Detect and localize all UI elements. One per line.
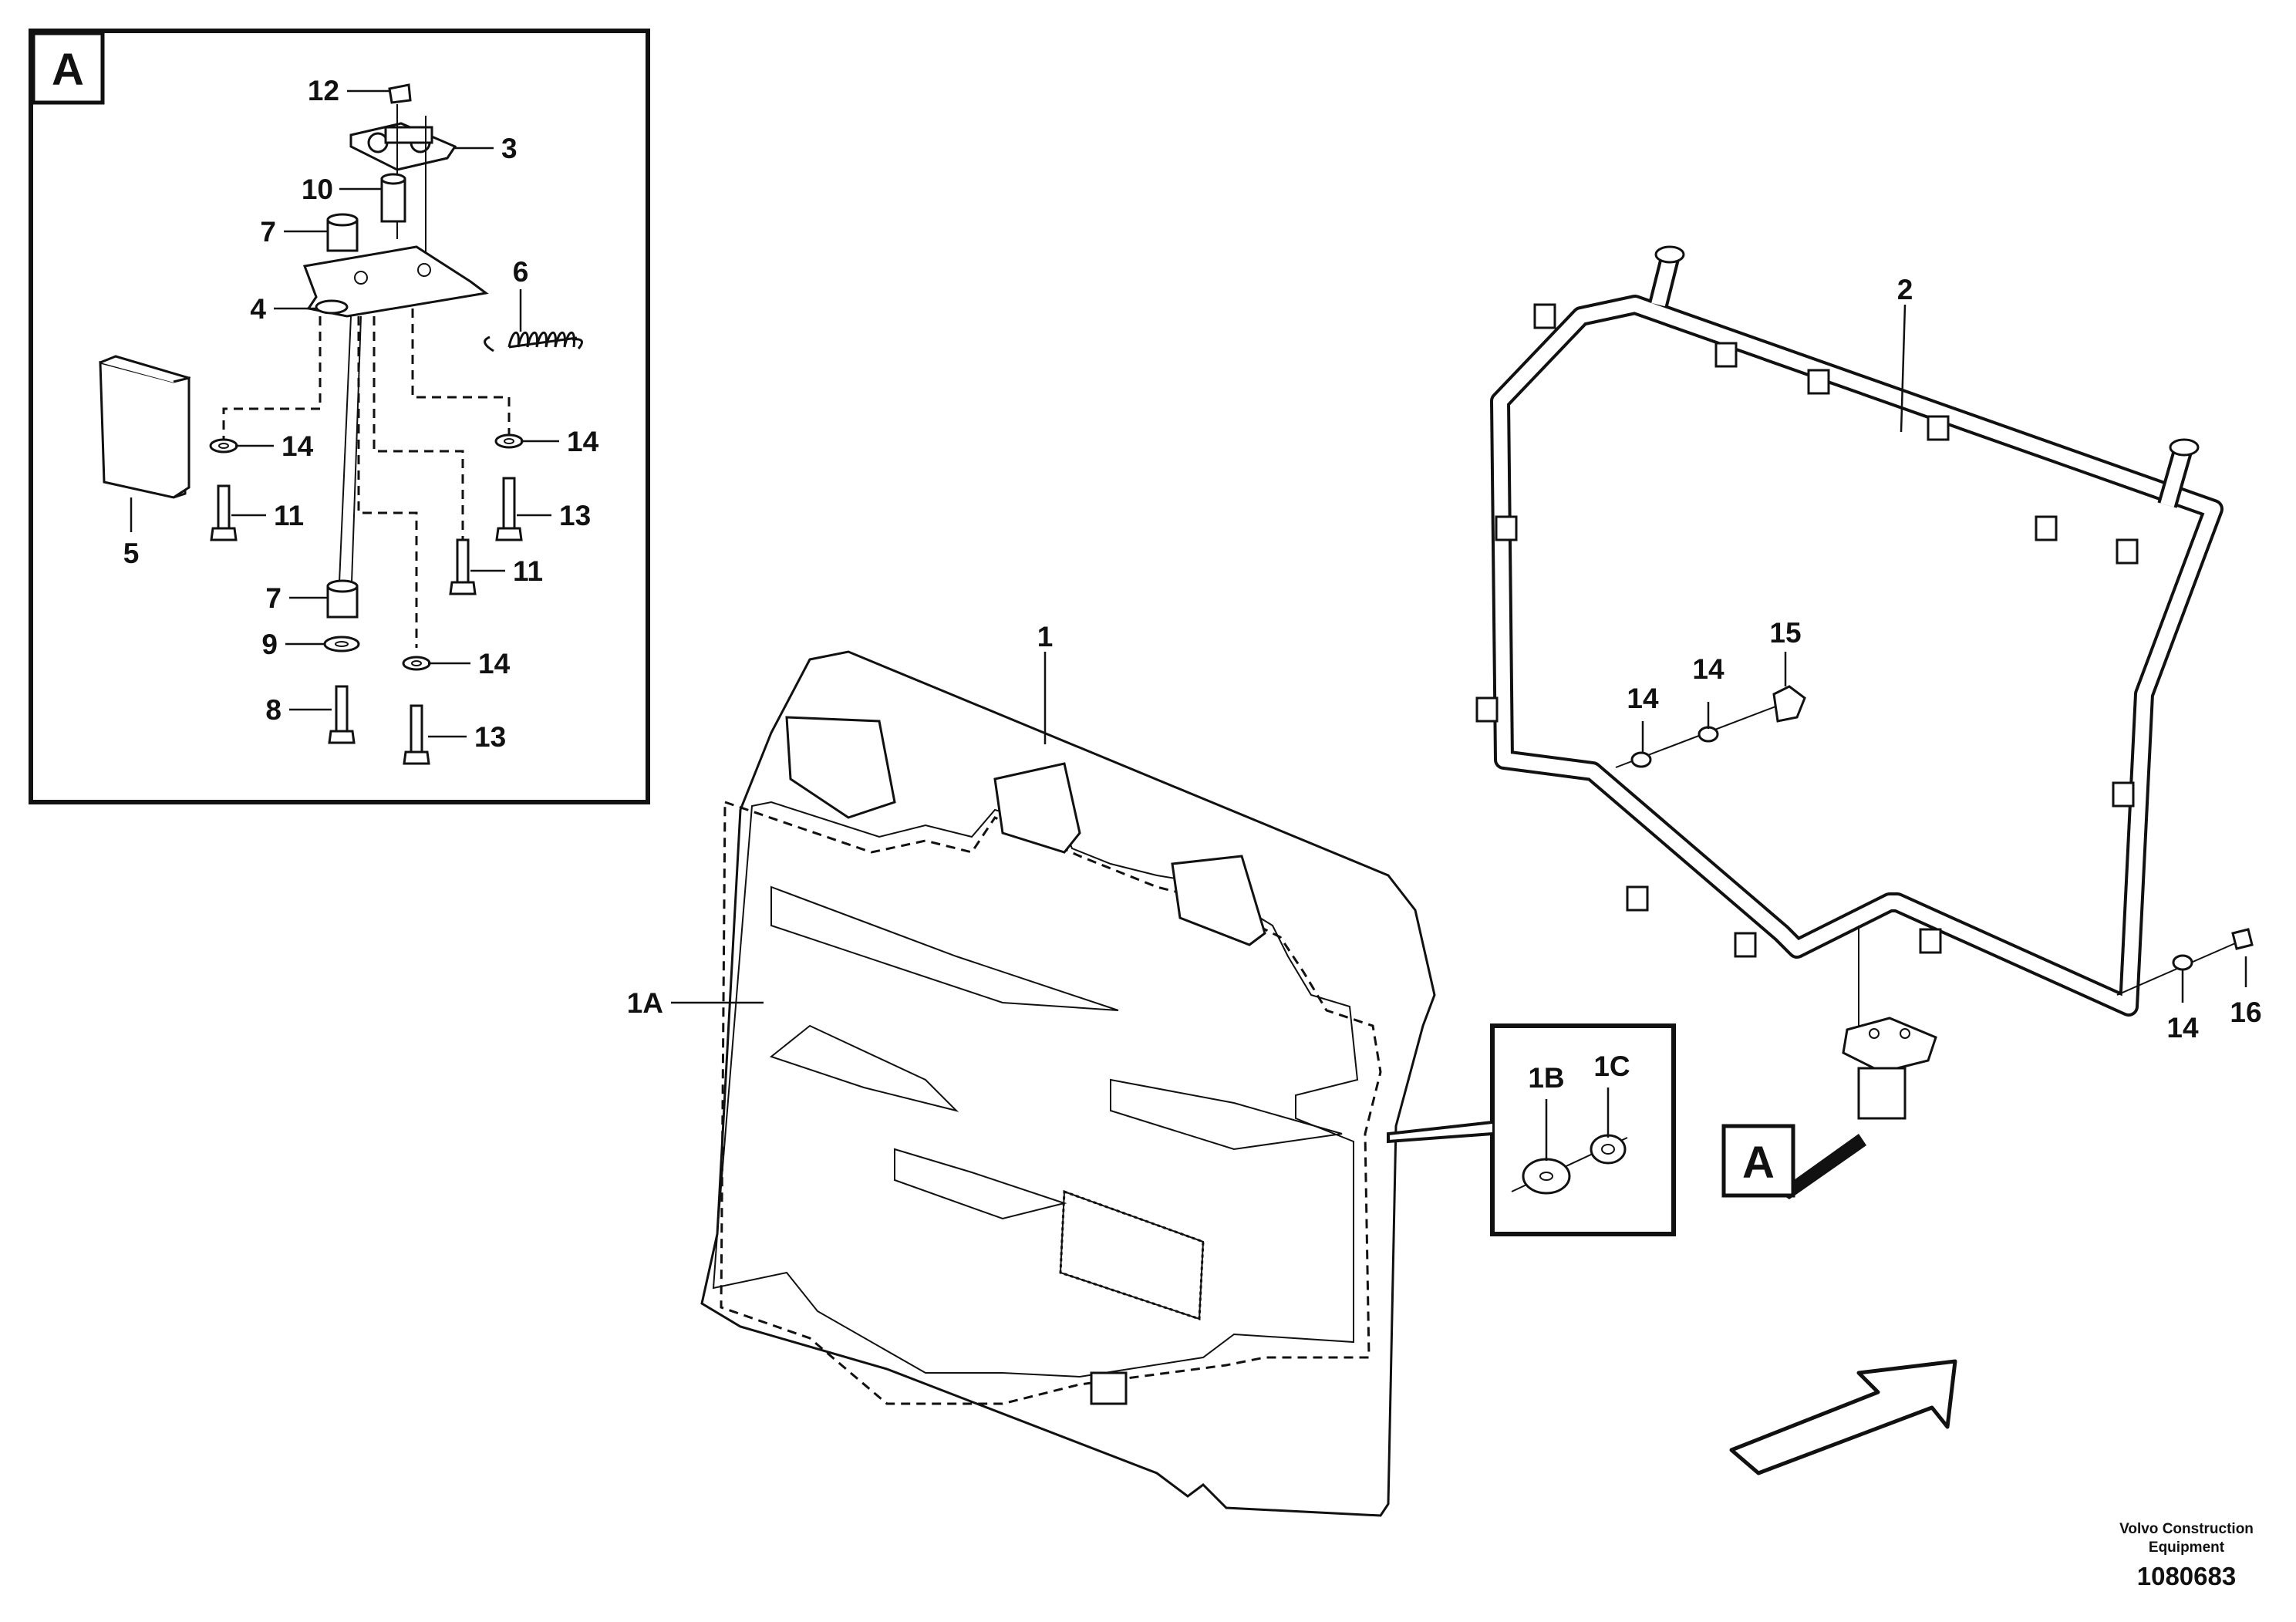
detail-a-pointer: A [1721,1124,1866,1199]
callout-2: 2 [1897,274,1913,305]
callout-7: 7 [265,582,282,614]
callout-10: 10 [302,174,333,205]
callout-16: 16 [2230,996,2261,1028]
callout-13: 13 [474,721,506,753]
callout-14: 14 [2166,1012,2199,1044]
callout-6: 6 [513,256,529,288]
detail-a-tag: A [52,45,84,95]
callout-14: 14 [567,426,599,457]
callout-1b: 1B [1528,1062,1564,1094]
bolt-part [328,685,356,744]
callout-14: 14 [1692,653,1725,685]
callout-11: 11 [274,500,304,531]
callout-14: 14 [282,430,314,462]
washer-part [209,438,238,454]
bolt-part [403,704,430,765]
callout-8: 8 [265,694,282,726]
direction-arrow [1729,1359,1957,1475]
callout-15: 15 [1769,617,1801,649]
callout-14: 14 [478,648,511,679]
callout-13: 13 [559,500,591,531]
company-name-line1: Volvo Construction [2119,1521,2254,1537]
bolt-part [495,477,523,541]
cab-frame-part [1475,245,2224,1017]
drawing-number: 1080683 [2137,1562,2236,1590]
washer-part [402,656,431,671]
latch-assembly-part [1842,926,1937,1120]
callout-9: 9 [261,629,278,660]
callout-1: 1 [1037,621,1054,653]
callout-4: 4 [250,293,266,325]
washer-part [494,433,524,449]
rear-panel-part [700,650,1436,1517]
spring-part [484,331,583,352]
inset-detail-panel: 1B 1C [1387,1023,1676,1236]
callout-14: 14 [1627,683,1659,714]
callout-5: 5 [123,538,140,569]
pointer-tag: A [1742,1138,1775,1188]
callout-1a: 1A [627,987,663,1019]
detail-a-panel: A [29,29,650,804]
callout-12: 12 [308,75,339,106]
callout-1c: 1C [1593,1050,1630,1082]
callout-7: 7 [260,216,276,248]
callout-3: 3 [501,133,518,164]
latch-mechanism-part [349,83,457,270]
bolt-part [210,484,238,541]
callout-11: 11 [513,555,543,587]
bracket-part [302,245,489,318]
sleeve-part [380,177,406,223]
cover-part [99,355,191,499]
fastener-set-part [1615,685,2254,996]
bolt-part [449,538,477,595]
company-name-line2: Equipment [2149,1539,2225,1556]
washer-part [323,636,360,653]
